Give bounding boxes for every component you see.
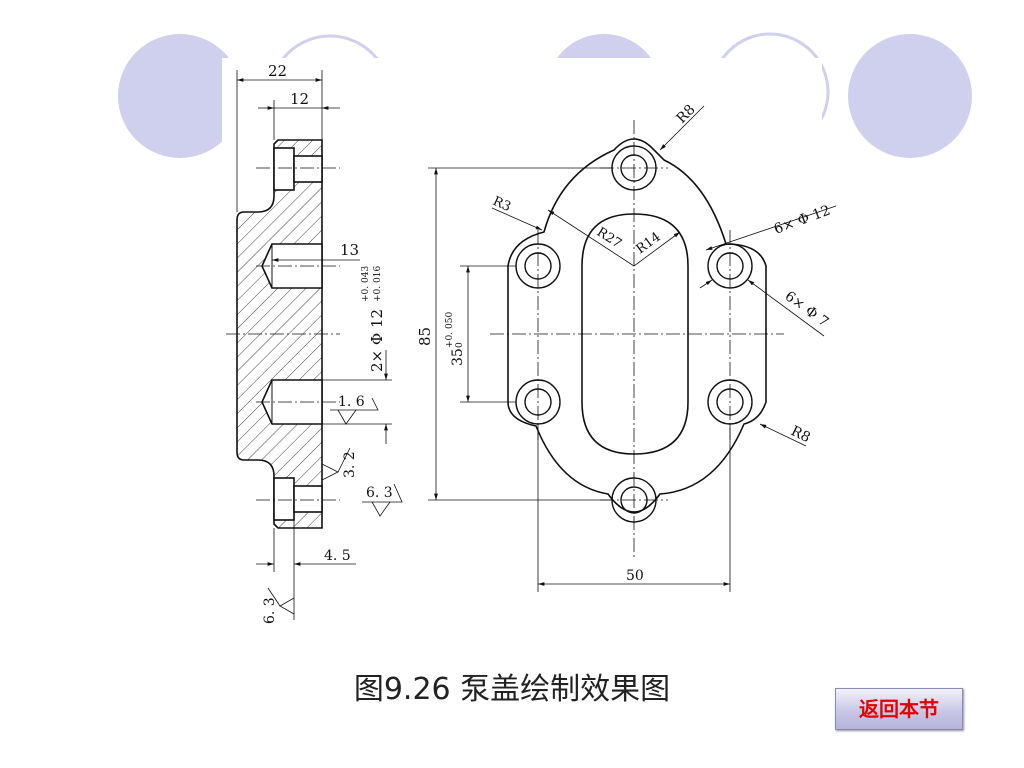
r3-label: R3 [490,194,513,215]
side-view-texts: 22 12 13 2× Φ 12 +0. 043 +0. 016 1. 6 3.… [262,62,393,624]
decor-circle [118,34,242,158]
hole-tol-lower: +0. 016 [373,266,383,302]
roughness-6-3-label: 6. 3 [366,485,393,501]
dim-13-label: 13 [340,241,359,259]
pump-cover-drawing: 22 12 13 2× Φ 12 +0. 043 +0. 016 1. 6 3.… [226,62,837,624]
side-view-centerlines [226,167,340,501]
dim-35-label: 35 [450,348,466,366]
counterbore-bottom-bore [293,485,323,513]
front-view-centerlines [490,120,784,560]
holes-phi7-label: 6× Φ 7 [782,288,832,330]
dim-35-tol-upper: +0. 050 [445,312,455,348]
dim-35-tol-lower: 0 [455,342,465,348]
roughness-3-2-label: 3. 2 [342,451,358,478]
r8-top-label: R8 [674,102,699,127]
hole-tol-upper: +0. 043 [361,266,371,302]
dim-50-label: 50 [626,568,644,584]
side-view-dimensions [236,70,403,620]
dim-85-label: 85 [416,327,434,346]
roughness-1-6-label: 1. 6 [338,394,365,410]
r27-label: R27 [594,225,624,252]
r8-bottom-label: R8 [788,423,812,446]
dim-4-5-label: 4. 5 [324,548,351,564]
front-view-dimensions [428,105,837,592]
r14-label: R14 [634,230,664,258]
back-to-section-button[interactable]: 返回本节 [835,688,963,730]
roughness-6-3-bottom-label: 6. 3 [262,597,278,624]
hole-callout-label: 2× Φ 12 [368,309,386,372]
dim-12-label: 12 [290,90,309,108]
counterbore-bottom [273,477,295,521]
inner-oval-opening [581,213,689,455]
dim-22-label: 22 [268,62,287,80]
front-view [507,138,767,523]
counterbore-top-bore [293,155,323,183]
holes-phi12-label: 6× Φ 12 [772,203,833,238]
counterbore-top [273,147,295,191]
decor-circle [848,34,972,158]
front-view-texts: 85 35 +0. 050 0 50 R8 R3 R27 R14 6× Φ 12… [416,102,833,584]
outer-contour [507,138,767,513]
figure-caption: 图9.26 泵盖绘制效果图 [353,672,671,707]
